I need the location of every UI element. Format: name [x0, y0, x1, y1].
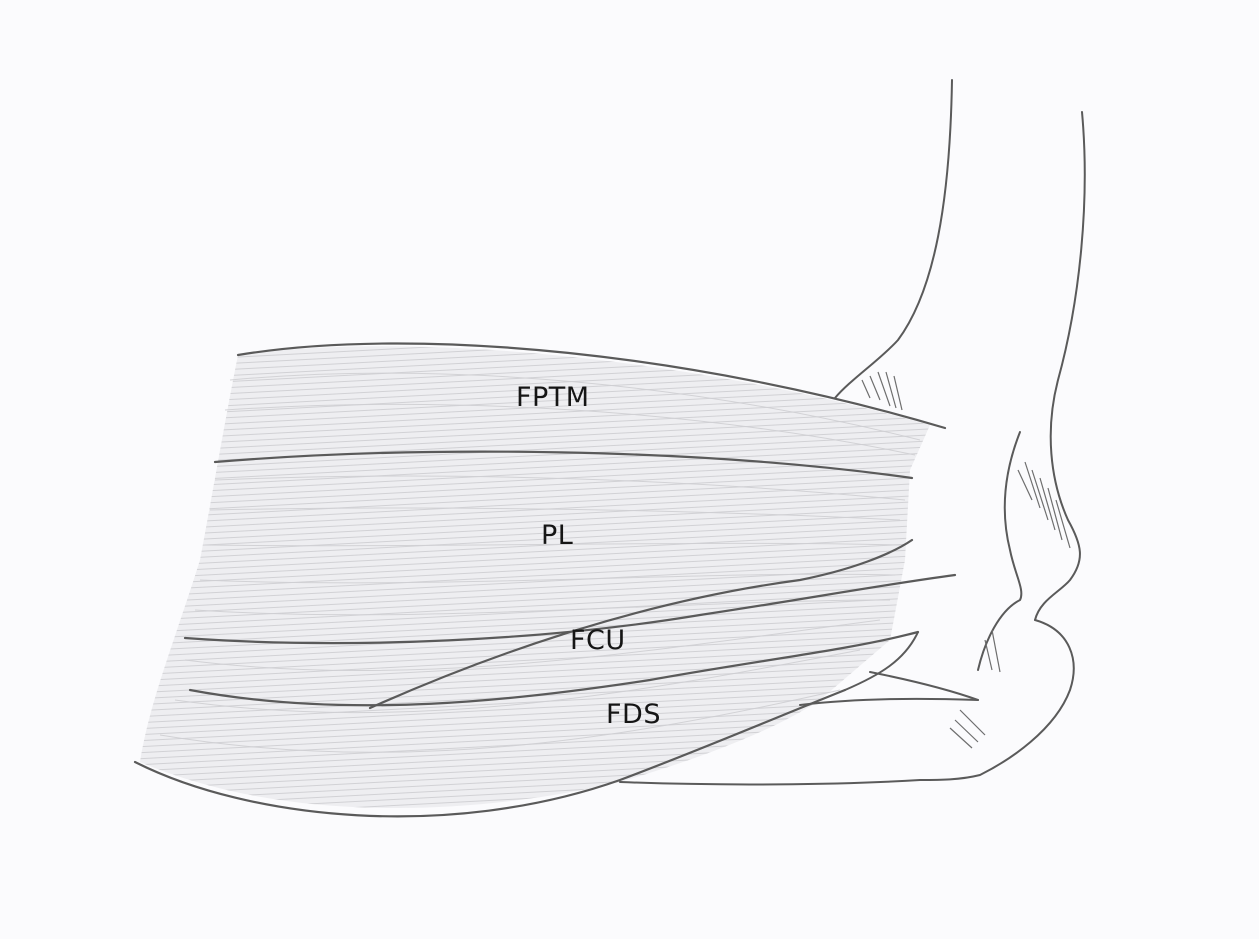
label-fcu: FCU: [570, 627, 626, 654]
label-fds: FDS: [606, 701, 661, 728]
label-pl: PL: [541, 522, 573, 549]
label-fptm: FPTM: [516, 384, 590, 411]
